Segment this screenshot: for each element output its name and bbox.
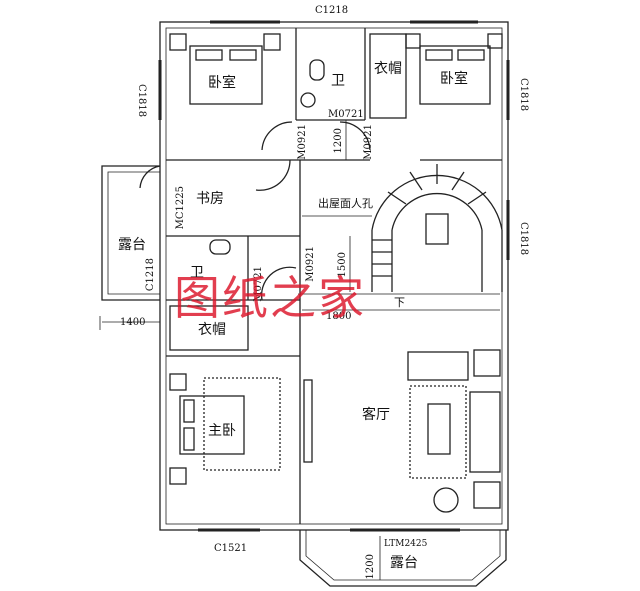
terrace-left-wall xyxy=(101,165,160,301)
pillow xyxy=(183,399,195,423)
dim-door-bath-right: M0921 xyxy=(363,124,374,160)
sofa xyxy=(407,351,469,381)
outer-wall xyxy=(159,21,509,531)
nightstand xyxy=(169,33,503,485)
rug xyxy=(409,385,467,479)
sofa xyxy=(469,391,501,473)
dim-bottom-door: LTM2425 xyxy=(384,539,428,549)
bed-right xyxy=(419,45,491,105)
tv-cabinet xyxy=(303,379,313,463)
door-swing xyxy=(260,266,297,301)
master-bed xyxy=(179,395,245,455)
room-bedroom-left: 卧室 xyxy=(208,75,236,91)
watermark: 图纸之家 xyxy=(174,271,366,325)
dim-right-window-top: C1818 xyxy=(518,78,529,112)
room-bedroom-right: 卧室 xyxy=(440,71,468,87)
wardrobe-top xyxy=(369,33,407,119)
door-swing xyxy=(339,121,371,151)
dim-1400: 1400 xyxy=(120,317,146,328)
pillow xyxy=(425,49,453,61)
basin xyxy=(300,92,316,108)
terrace-bottom-wall-inner xyxy=(305,530,501,581)
master-bed-rug xyxy=(203,377,281,471)
dim-right-window-mid: C1818 xyxy=(518,222,529,256)
room-wardrobe-mid: 衣帽 xyxy=(198,322,226,338)
room-bathroom-mid: 卫 xyxy=(190,265,204,281)
dim-door-bath-left: M0921 xyxy=(297,124,308,160)
pillow xyxy=(457,49,485,61)
side-table xyxy=(473,349,501,377)
staircase xyxy=(371,164,503,292)
toilet xyxy=(209,239,231,255)
door-swing xyxy=(255,159,291,191)
wardrobe-mid xyxy=(169,305,249,351)
terrace-left-wall-inner xyxy=(107,171,160,295)
room-living: 客厅 xyxy=(362,407,390,423)
dim-left-window-top: C1818 xyxy=(136,84,147,118)
room-terrace-bottom: 露台 xyxy=(390,555,418,571)
room-wardrobe-top: 衣帽 xyxy=(374,61,402,77)
bed-left xyxy=(189,45,263,105)
room-terrace-left: 露台 xyxy=(118,237,146,253)
terrace-bottom-wall xyxy=(299,530,507,587)
door-swing xyxy=(261,121,293,151)
side-table xyxy=(473,481,501,509)
dim-door-study: MC1225 xyxy=(175,186,186,230)
pillow xyxy=(195,49,223,61)
pillow xyxy=(229,49,257,61)
dim-door-top-horizontal: M0721 xyxy=(328,109,364,120)
dim-1200-bottom: 1200 xyxy=(365,554,376,580)
room-study: 书房 xyxy=(196,191,224,207)
dim-left-window-terrace: C1218 xyxy=(145,258,156,292)
room-bathroom-top: 卫 xyxy=(331,73,345,89)
door-swing xyxy=(139,165,161,189)
dim-bottom-window: C1521 xyxy=(214,543,248,554)
coffee-table xyxy=(427,403,451,455)
label-roof-access: 出屋面人孔 xyxy=(318,197,373,210)
room-master-bedroom: 主卧 xyxy=(208,423,236,439)
dim-top-window: C1218 xyxy=(315,5,349,16)
toilet xyxy=(309,59,325,81)
dim-1200-top: 1200 xyxy=(333,128,344,154)
pillow xyxy=(183,427,195,451)
armchair xyxy=(433,487,459,513)
label-stair-down: 下 xyxy=(394,296,405,309)
dim-1800: 1800 xyxy=(326,311,352,322)
